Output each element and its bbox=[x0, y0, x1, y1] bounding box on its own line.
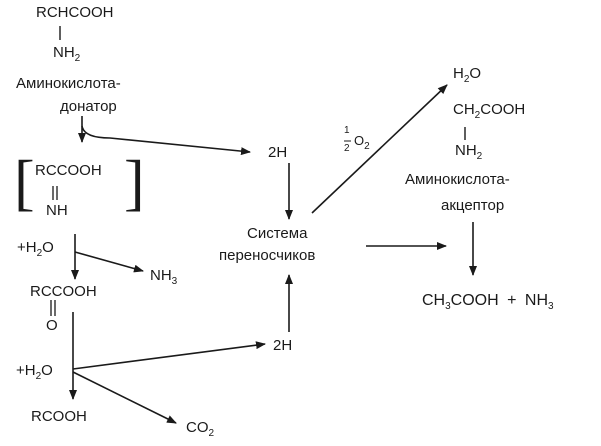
arrow-carrier-to-water bbox=[311, 84, 448, 214]
hydrogen-top: 2H bbox=[268, 144, 288, 161]
arrow-to-co2 bbox=[72, 371, 177, 424]
water-addition-2: +H2O bbox=[16, 362, 53, 382]
arrow-to-ammonia bbox=[74, 251, 144, 273]
acceptor-amino-group: NH2 bbox=[455, 142, 483, 162]
donor-caption-2: донатор bbox=[60, 98, 117, 115]
acid-product: RCOOH bbox=[31, 408, 87, 425]
donor-caption-1: Аминокислота- bbox=[16, 75, 121, 92]
carrier-system-line2: переносчиков bbox=[219, 247, 316, 264]
final-products: CH3COOH + NH3 bbox=[422, 292, 554, 312]
arrow-donor-to-2h bbox=[81, 125, 251, 156]
water-addition-1: +H2O bbox=[17, 239, 54, 259]
ammonia-release-1: NH3 bbox=[150, 267, 178, 287]
water-product: H2O bbox=[453, 65, 482, 85]
imino-bracket-left: [ bbox=[14, 149, 35, 217]
donor-amino-group: NH2 bbox=[53, 44, 81, 64]
carrier-system-line1: Система bbox=[247, 225, 308, 242]
donor-formula: RCHCOOH bbox=[36, 4, 114, 21]
hydrogen-bottom: 2H bbox=[273, 337, 293, 354]
imino-formula: RCCOOH bbox=[35, 162, 102, 179]
keto-group: O bbox=[46, 317, 58, 334]
imino-bracket-right: ] bbox=[124, 149, 145, 217]
acceptor-formula: CH2COOH bbox=[453, 101, 526, 121]
imino-group: NH bbox=[46, 202, 68, 219]
carbon-dioxide: CO2 bbox=[186, 419, 215, 439]
arrow-to-2h-bottom bbox=[72, 341, 266, 370]
acceptor-caption-1: Аминокислота- bbox=[405, 171, 510, 188]
oxygen-fraction-num: 1 bbox=[344, 125, 350, 136]
keto-formula: RCCOOH bbox=[30, 283, 97, 300]
acceptor-caption-2: акцептор bbox=[441, 197, 505, 214]
oxygen-fraction-den: 2 bbox=[344, 143, 350, 154]
oxygen-molecule: O2 bbox=[354, 133, 370, 152]
